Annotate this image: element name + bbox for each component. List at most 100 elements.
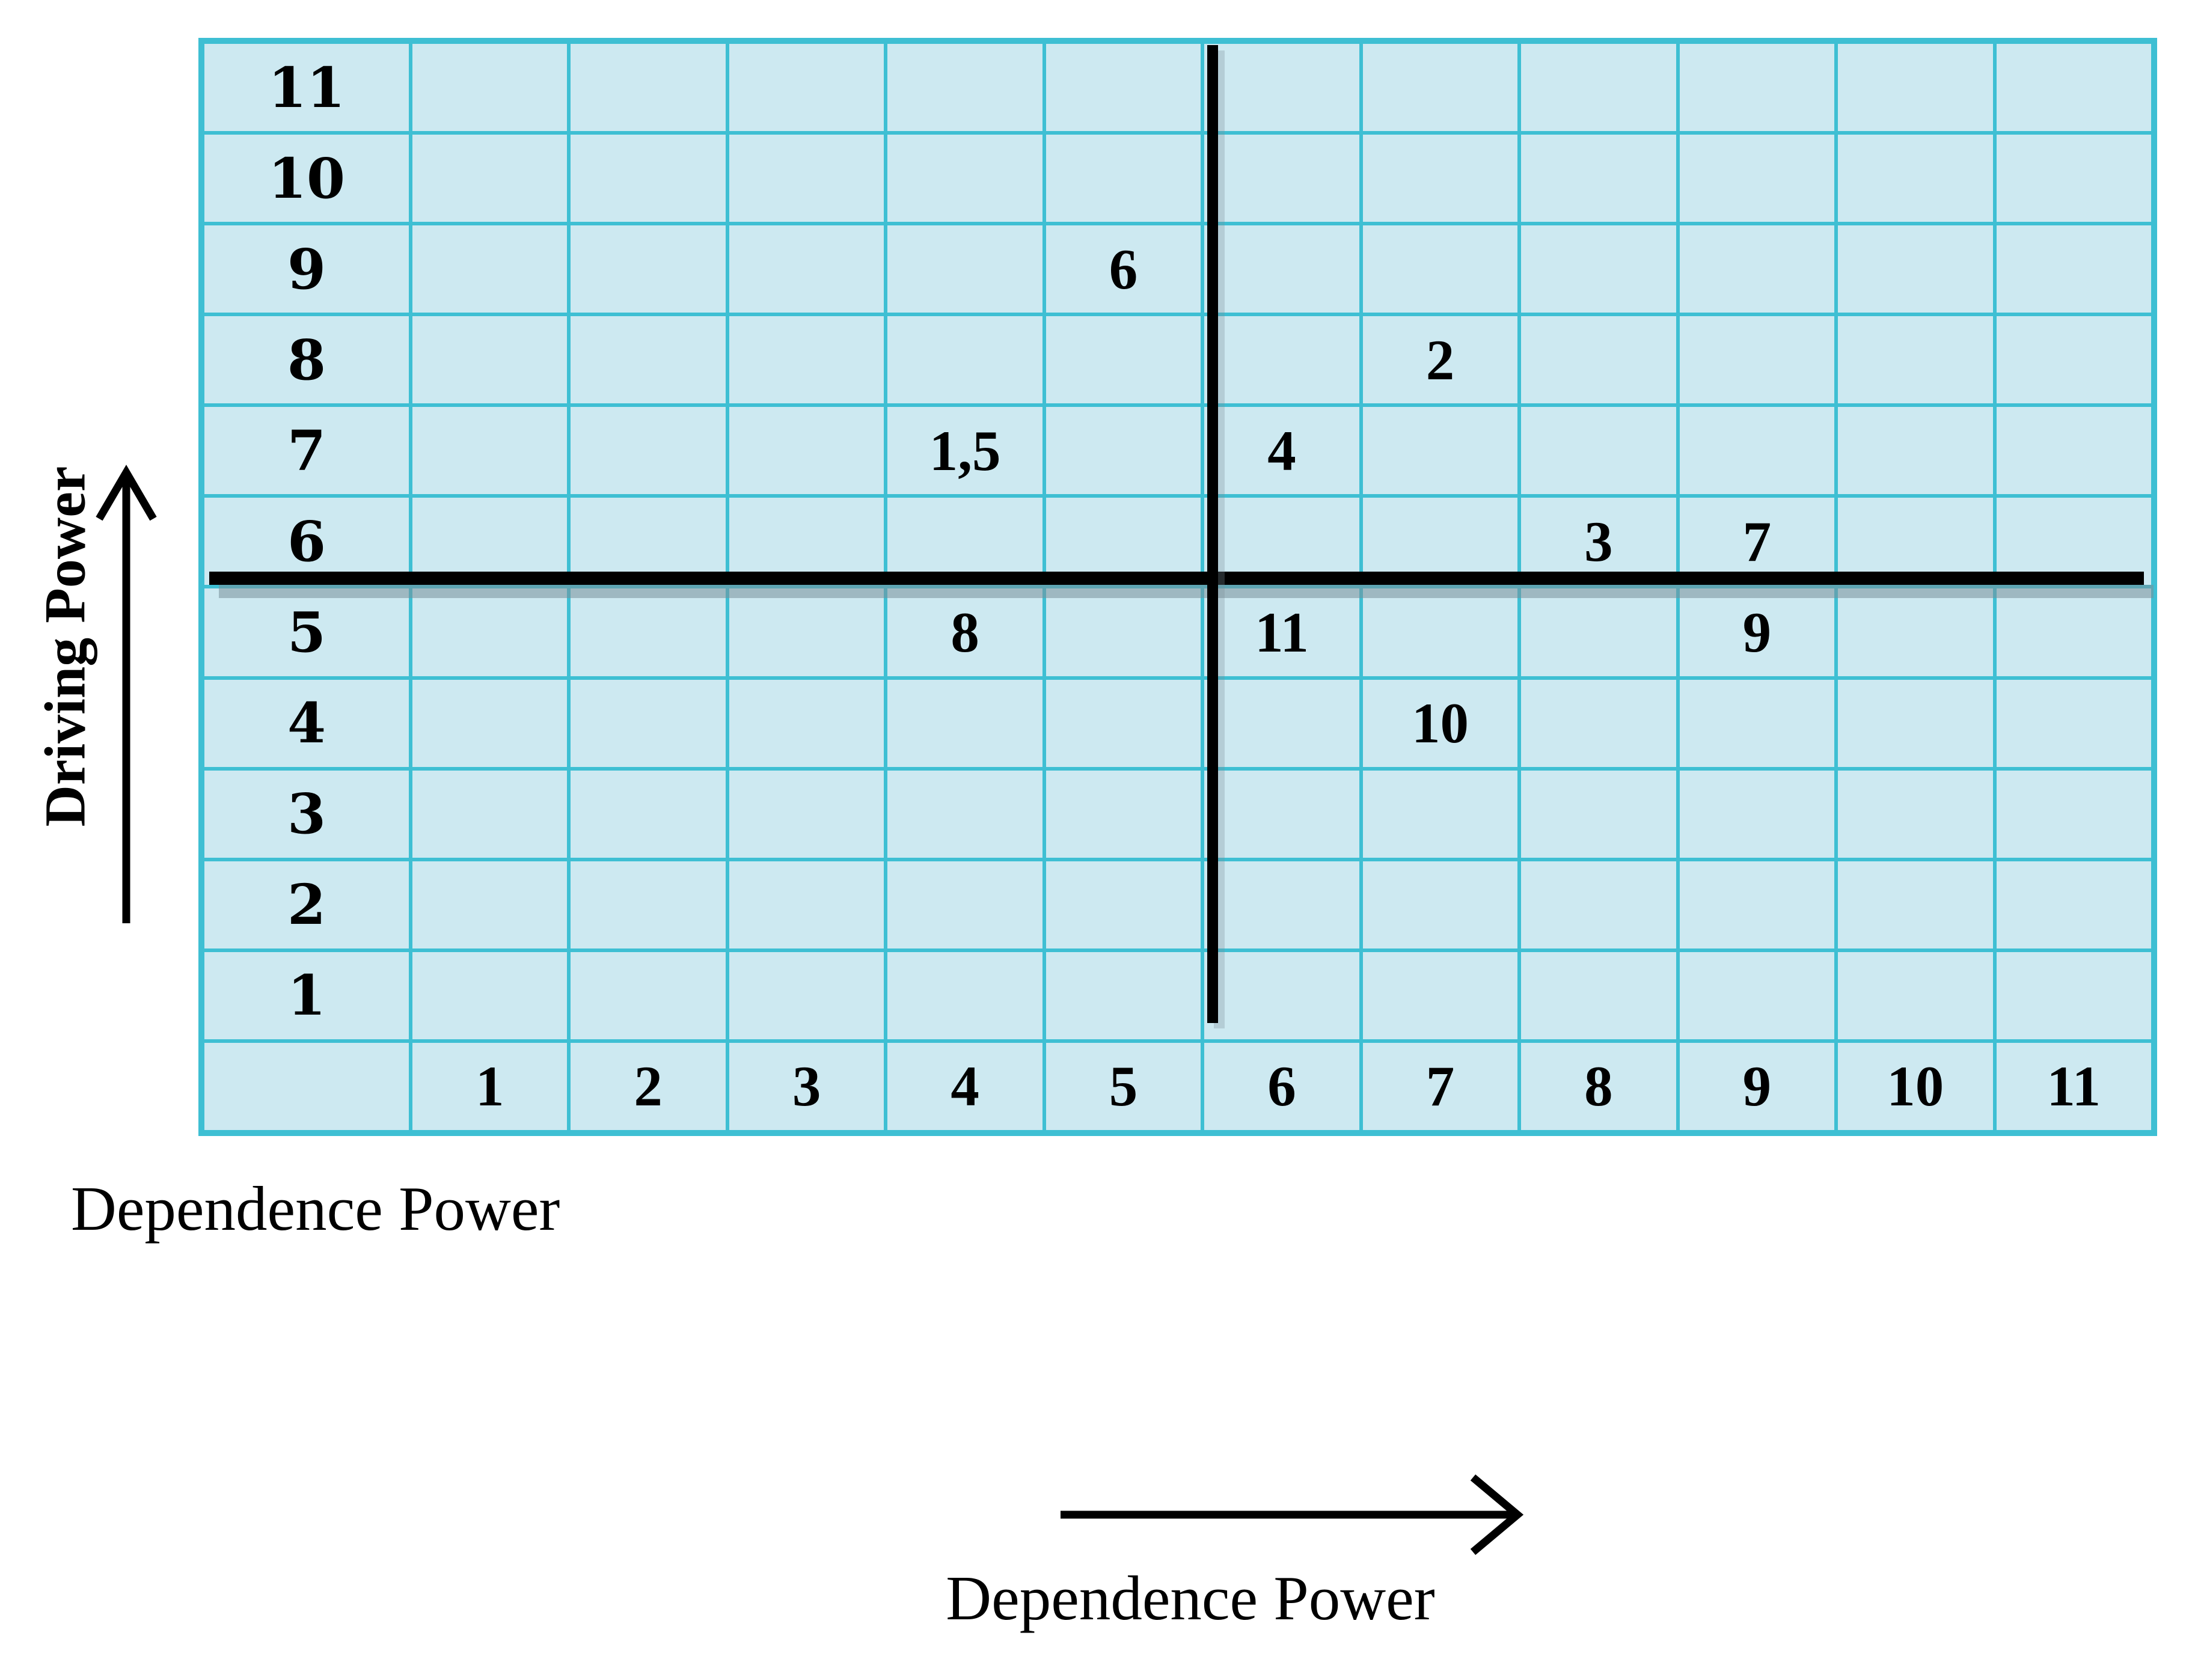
data-cell-d10-p3 bbox=[1838, 770, 1993, 858]
data-cell-d5-p1 bbox=[1045, 951, 1201, 1039]
data-cell-d10-p2 bbox=[1838, 861, 1993, 948]
data-cell-d5-p3 bbox=[1045, 770, 1201, 858]
data-cell-d9-p6: 7 bbox=[1679, 498, 1835, 585]
data-cell-d1-p8 bbox=[412, 316, 568, 404]
data-cell-d1-p3 bbox=[412, 770, 568, 858]
data-cell-d1-p6 bbox=[412, 498, 568, 585]
data-cell-d9-p3 bbox=[1679, 770, 1835, 858]
data-cell-d4-p3 bbox=[887, 770, 1042, 858]
data-cell-d11-p10 bbox=[1996, 135, 2151, 222]
data-cell-d7-p5 bbox=[1362, 588, 1518, 676]
row-label: 3 bbox=[287, 781, 326, 847]
data-cell-d4-p9 bbox=[887, 225, 1042, 313]
data-cell-d11-p5 bbox=[1996, 588, 2151, 676]
data-cell-d11-p2 bbox=[1996, 861, 2151, 948]
factor-number: 6 bbox=[1109, 237, 1138, 301]
data-cell-d3-p3 bbox=[729, 770, 884, 858]
row-label: 11 bbox=[268, 55, 346, 120]
row-label: 1 bbox=[287, 963, 326, 1028]
col-label: 8 bbox=[1584, 1054, 1613, 1119]
data-cell-d8-p7 bbox=[1521, 407, 1676, 495]
data-cell-d6-p4 bbox=[1204, 679, 1359, 767]
col-label-cell-dependence-2: 2 bbox=[571, 1042, 726, 1130]
data-cell-d11-p1 bbox=[1996, 951, 2151, 1039]
data-cell-d6-p5: 11 bbox=[1204, 588, 1359, 676]
x-axis-title-left: Dependence Power bbox=[71, 1173, 560, 1244]
row-label-cell-driving-11: 11 bbox=[204, 44, 409, 132]
data-cell-d6-p11 bbox=[1204, 44, 1359, 132]
data-cell-d2-p10 bbox=[571, 135, 726, 222]
col-label-cell-dependence-4: 4 bbox=[887, 1042, 1042, 1130]
col-label-cell-dependence-6: 6 bbox=[1204, 1042, 1359, 1130]
data-cell-d2-p6 bbox=[571, 498, 726, 585]
row-label-cell-driving-9: 9 bbox=[204, 225, 409, 313]
row-label-cell-driving-10: 10 bbox=[204, 135, 409, 222]
data-cell-d6-p1 bbox=[1204, 951, 1359, 1039]
data-cell-d8-p10 bbox=[1521, 135, 1676, 222]
data-cell-d9-p1 bbox=[1679, 951, 1835, 1039]
row-label: 2 bbox=[287, 872, 326, 938]
data-cell-d11-p7 bbox=[1996, 407, 2151, 495]
data-cell-d9-p11 bbox=[1679, 44, 1835, 132]
data-cell-d2-p4 bbox=[571, 679, 726, 767]
data-cell-d8-p4 bbox=[1521, 679, 1676, 767]
col-label: 1 bbox=[475, 1054, 504, 1119]
data-cell-d8-p2 bbox=[1521, 861, 1676, 948]
quadrant-divider-horizontal-line bbox=[209, 572, 2144, 585]
col-label: 3 bbox=[792, 1054, 821, 1119]
data-cell-d5-p11 bbox=[1045, 44, 1201, 132]
col-label: 11 bbox=[2047, 1054, 2101, 1119]
row-label: 7 bbox=[287, 418, 326, 483]
data-cell-d5-p9: 6 bbox=[1045, 225, 1201, 313]
corner-cell bbox=[204, 1042, 409, 1130]
data-cell-d10-p10 bbox=[1838, 135, 1993, 222]
col-label-cell-dependence-8: 8 bbox=[1521, 1042, 1676, 1130]
x-axis-right-arrow-icon bbox=[1061, 1474, 1524, 1555]
row-label-cell-driving-6: 6 bbox=[204, 498, 409, 585]
data-cell-d9-p8 bbox=[1679, 316, 1835, 404]
row-label-cell-driving-2: 2 bbox=[204, 861, 409, 948]
data-cell-d4-p4 bbox=[887, 679, 1042, 767]
row-label: 5 bbox=[287, 600, 326, 665]
data-cell-d9-p5: 9 bbox=[1679, 588, 1835, 676]
data-cell-d11-p3 bbox=[1996, 770, 2151, 858]
data-cell-d5-p8 bbox=[1045, 316, 1201, 404]
data-cell-d2-p2 bbox=[571, 861, 726, 948]
data-cell-d3-p9 bbox=[729, 225, 884, 313]
data-cell-d2-p5 bbox=[571, 588, 726, 676]
data-cell-d11-p4 bbox=[1996, 679, 2151, 767]
data-cell-d7-p1 bbox=[1362, 951, 1518, 1039]
x-axis-title-bottom: Dependence Power bbox=[946, 1563, 1435, 1633]
data-cell-d10-p6 bbox=[1838, 498, 1993, 585]
factor-number: 2 bbox=[1425, 328, 1455, 392]
data-cell-d2-p1 bbox=[571, 951, 726, 1039]
data-cell-d9-p9 bbox=[1679, 225, 1835, 313]
data-cell-d1-p9 bbox=[412, 225, 568, 313]
factor-number: 7 bbox=[1742, 509, 1772, 573]
factor-number: 1,5 bbox=[929, 418, 1001, 483]
data-cell-d9-p7 bbox=[1679, 407, 1835, 495]
factor-number: 9 bbox=[1742, 600, 1772, 665]
data-cell-d9-p4 bbox=[1679, 679, 1835, 767]
col-label: 6 bbox=[1267, 1054, 1296, 1119]
data-cell-d7-p2 bbox=[1362, 861, 1518, 948]
data-cell-d7-p10 bbox=[1362, 135, 1518, 222]
data-cell-d4-p7: 1,5 bbox=[887, 407, 1042, 495]
data-cell-d4-p5: 8 bbox=[887, 588, 1042, 676]
data-cell-d8-p3 bbox=[1521, 770, 1676, 858]
data-cell-d2-p8 bbox=[571, 316, 726, 404]
data-cell-d8-p8 bbox=[1521, 316, 1676, 404]
data-cell-d6-p10 bbox=[1204, 135, 1359, 222]
data-cell-d4-p10 bbox=[887, 135, 1042, 222]
data-cell-d1-p2 bbox=[412, 861, 568, 948]
data-cell-d5-p2 bbox=[1045, 861, 1201, 948]
row-label-cell-driving-8: 8 bbox=[204, 316, 409, 404]
data-cell-d1-p4 bbox=[412, 679, 568, 767]
data-cell-d5-p6 bbox=[1045, 498, 1201, 585]
data-cell-d8-p11 bbox=[1521, 44, 1676, 132]
data-cell-d11-p8 bbox=[1996, 316, 2151, 404]
row-label: 10 bbox=[268, 145, 346, 211]
data-cell-d2-p3 bbox=[571, 770, 726, 858]
